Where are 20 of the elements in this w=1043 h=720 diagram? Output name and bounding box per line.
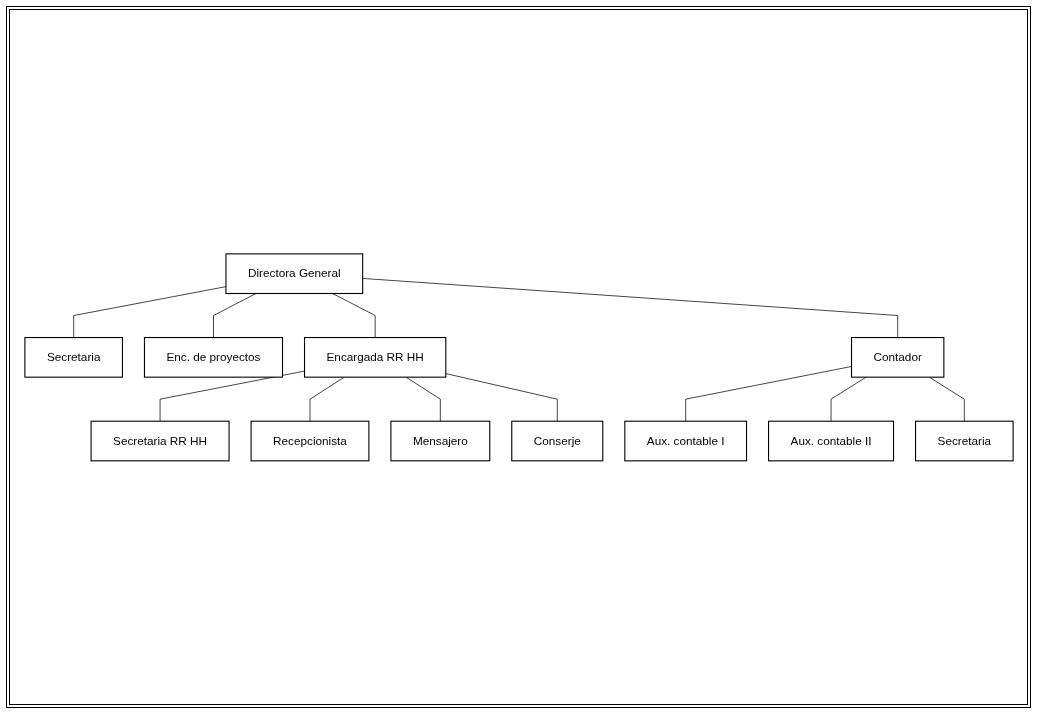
node-box: Aux. contable I [623, 420, 747, 462]
node-box: Directora General [224, 252, 363, 294]
connector [212, 292, 256, 338]
node-box: Secretaria RR HH [90, 420, 230, 462]
node-box: Secretaria [914, 420, 1014, 462]
connector [309, 376, 345, 422]
node-box: Encargada RR HH [303, 336, 446, 378]
connector [405, 376, 441, 422]
node-box: Conserje [510, 420, 603, 462]
connector [830, 376, 866, 422]
node-box: Aux. contable II [767, 420, 894, 462]
connector [684, 365, 852, 422]
node-box: Recepcionista [250, 420, 369, 462]
node-box: Mensajero [389, 420, 490, 462]
connector [159, 370, 305, 422]
node-box: Contador [850, 336, 944, 378]
connector [72, 285, 226, 338]
connector [928, 376, 965, 422]
node-box: Enc. de proyectos [143, 336, 283, 378]
node-box: Secretaria [23, 336, 123, 378]
